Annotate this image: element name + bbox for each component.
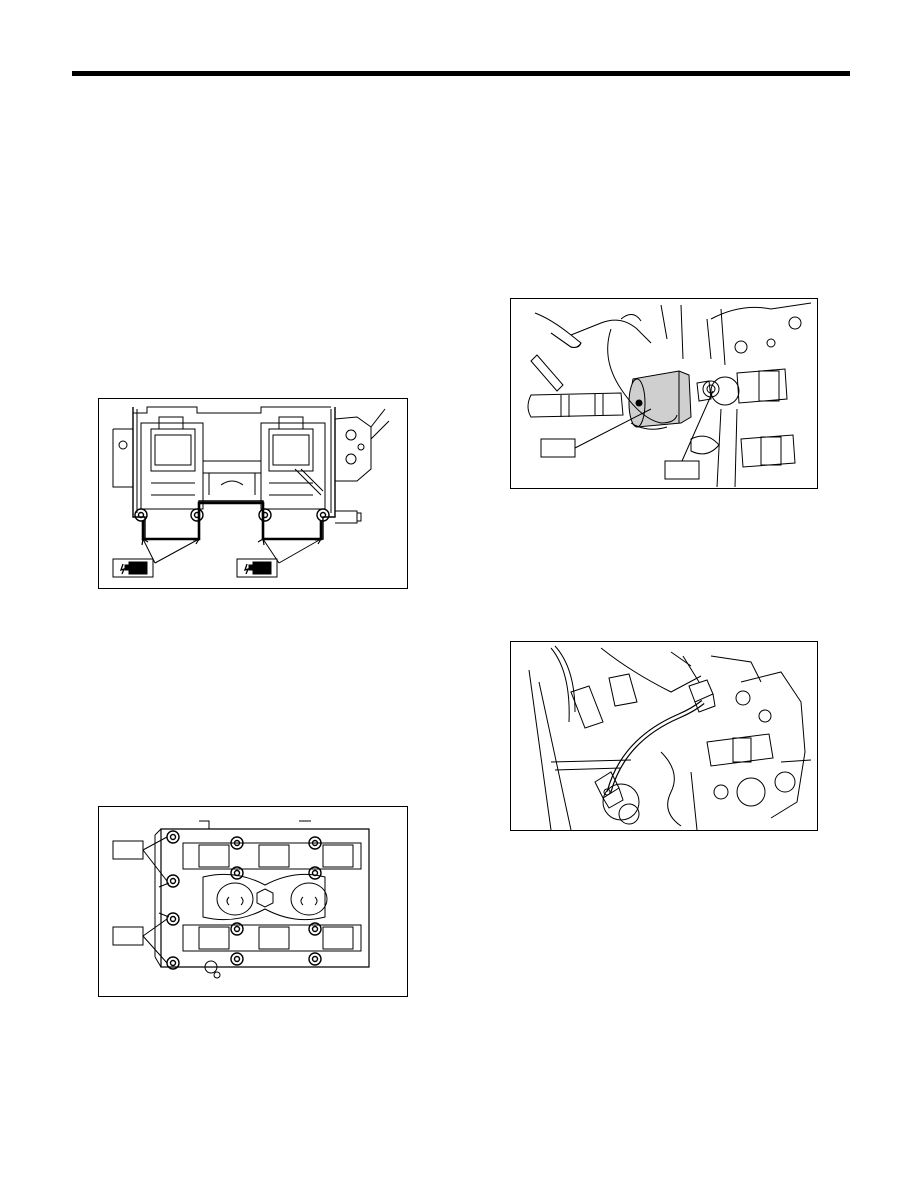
callout-box <box>112 926 144 946</box>
callout-box <box>112 840 144 860</box>
header-rule <box>72 71 850 76</box>
figure-cam-carrier-sealant <box>98 398 408 589</box>
callout-box <box>664 460 700 480</box>
callout-box <box>540 438 576 458</box>
cam-carrier-illustration <box>112 406 390 578</box>
sealant-icon <box>112 558 154 578</box>
figure-cam-sensor-harness <box>510 641 818 831</box>
seal-installer-illustration <box>527 302 812 488</box>
sealant-icon <box>236 558 278 578</box>
cam-cap-illustration <box>112 820 370 979</box>
harness-illustration <box>528 645 812 830</box>
figure-cam-cap-bolts <box>98 806 408 997</box>
figure-camshaft-seal-installer <box>510 298 818 489</box>
